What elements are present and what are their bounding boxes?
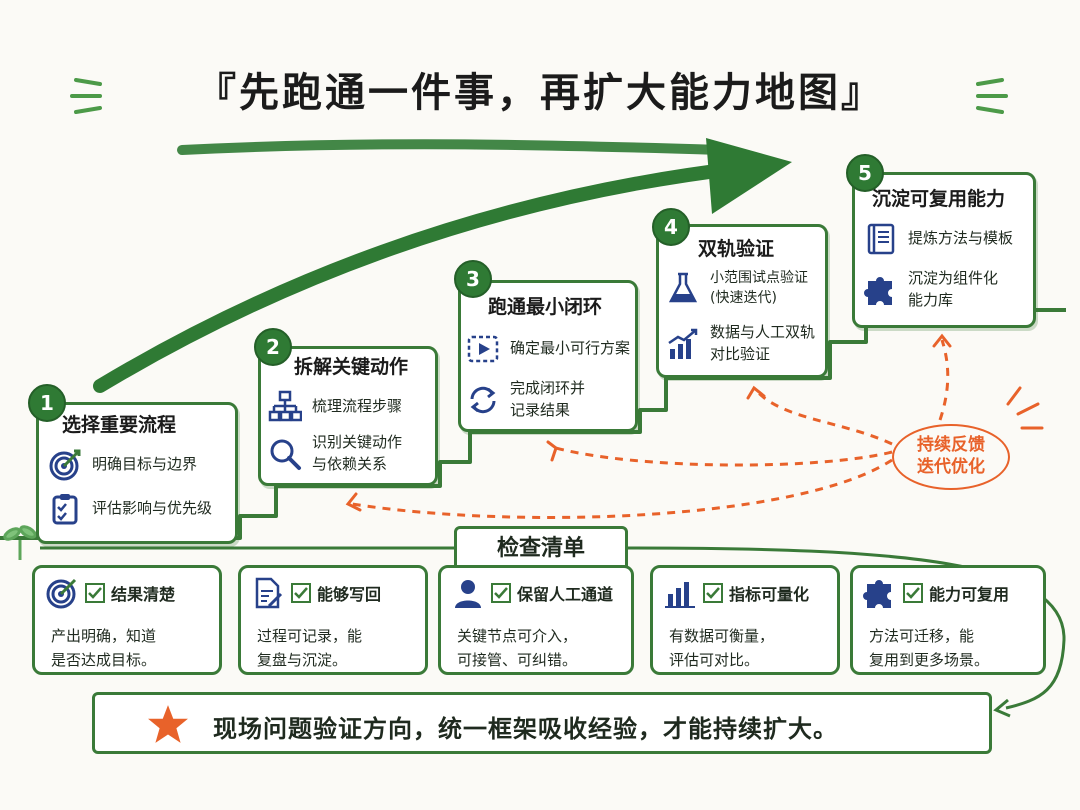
check-card-desc: 过程可记录，能 复盘与沉淀。 bbox=[257, 627, 363, 669]
step-item-label: 评估影响与优先级 bbox=[92, 499, 213, 518]
check-card-1: 结果清楚 产出明确，知道 是否达成目标。 bbox=[32, 565, 222, 675]
step-3-title: 跑通最小闭环 bbox=[488, 296, 603, 318]
step-4-item-2: 数据与人工双轨 对比验证 bbox=[666, 322, 815, 366]
step-5-box bbox=[852, 172, 1036, 328]
flask-icon bbox=[668, 273, 698, 303]
step-5-item-1: 提炼方法与模板 bbox=[864, 222, 1013, 256]
play-frame-icon bbox=[467, 335, 499, 363]
checkbox-checked-icon bbox=[703, 583, 723, 603]
staircase-line bbox=[0, 308, 1066, 540]
step-4-number: 4 bbox=[652, 208, 690, 246]
check-card-label: 能力可复用 bbox=[929, 585, 1010, 604]
check-card-desc: 产出明确，知道 是否达成目标。 bbox=[51, 627, 157, 669]
org-chart-icon bbox=[268, 390, 302, 422]
checklist-title: 检查清单 bbox=[454, 526, 628, 572]
check-card-desc: 有数据可衡量， 评估可对比。 bbox=[669, 627, 775, 669]
bar-chart-icon bbox=[665, 582, 695, 608]
star-icon bbox=[148, 705, 188, 743]
step-4-item-1: 小范围试点验证 (快速迭代) bbox=[666, 268, 808, 309]
step-item-label: 识别关键动作 与依赖关系 bbox=[312, 433, 403, 473]
growth-arrow-head bbox=[706, 138, 792, 214]
step-3-item-2: 完成闭环并 记录结果 bbox=[466, 378, 585, 422]
feedback-arrows bbox=[351, 339, 950, 519]
feedback-sparks bbox=[1006, 386, 1044, 430]
step-2-title: 拆解关键动作 bbox=[294, 356, 409, 378]
check-card-3: 保留人工通道 关键节点可介入， 可接管、可纠错。 bbox=[438, 565, 634, 675]
check-card-label: 指标可量化 bbox=[729, 585, 810, 604]
step-1-title: 选择重要流程 bbox=[62, 414, 177, 436]
step-3-item-1: 确定最小可行方案 bbox=[466, 332, 630, 366]
step-item-label: 完成闭环并 记录结果 bbox=[510, 379, 586, 419]
step-3-box bbox=[458, 280, 638, 432]
checkbox-checked-icon bbox=[85, 583, 105, 603]
document-edit-icon bbox=[255, 577, 283, 609]
step-item-label: 数据与人工双轨 对比验证 bbox=[710, 323, 816, 363]
step-5-number: 5 bbox=[846, 154, 884, 192]
check-card-4: 指标可量化 有数据可衡量， 评估可对比。 bbox=[650, 565, 840, 675]
step-2-item-2: 识别关键动作 与依赖关系 bbox=[268, 432, 402, 476]
step-item-label: 明确目标与边界 bbox=[92, 455, 198, 474]
feedback-line-1: 持续反馈 bbox=[917, 435, 985, 455]
step-5-item-2: 沉淀为组件化 能力库 bbox=[864, 268, 998, 312]
book-icon bbox=[867, 223, 895, 255]
step-1-item-1: 明确目标与边界 bbox=[48, 448, 197, 482]
step-4-title: 双轨验证 bbox=[698, 238, 775, 260]
step-item-label: 梳理流程步骤 bbox=[312, 397, 403, 416]
magnifier-icon bbox=[270, 439, 301, 470]
person-icon bbox=[455, 580, 481, 608]
check-card-label: 保留人工通道 bbox=[517, 585, 614, 604]
banner-text: 现场问题验证方向，统一框架吸收经验，才能持续扩大。 bbox=[213, 715, 838, 743]
puzzle-icon bbox=[863, 580, 891, 608]
puzzle-icon bbox=[864, 276, 892, 305]
feedback-bubble: 持续反馈 迭代优化 bbox=[892, 424, 1010, 490]
title-sparks-decoration bbox=[70, 78, 1008, 114]
checkbox-checked-icon bbox=[291, 583, 311, 603]
step-3-number: 3 bbox=[454, 260, 492, 298]
check-card-desc: 关键节点可介入， 可接管、可纠错。 bbox=[457, 627, 578, 669]
sprout-icon bbox=[3, 525, 37, 560]
check-card-5: 能力可复用 方法可迁移，能 复用到更多场景。 bbox=[850, 565, 1046, 675]
step-2-item-1: 梳理流程步骤 bbox=[268, 390, 402, 424]
page-title: 『先跑通一件事，再扩大能力地图』 bbox=[196, 70, 884, 116]
target-icon bbox=[46, 578, 77, 609]
check-card-label: 结果清楚 bbox=[111, 585, 176, 604]
growth-arrow bbox=[93, 161, 747, 393]
conclusion-banner: 现场问题验证方向，统一框架吸收经验，才能持续扩大。 bbox=[92, 692, 992, 754]
check-card-desc: 方法可迁移，能 复用到更多场景。 bbox=[869, 627, 990, 669]
feedback-line-2: 迭代优化 bbox=[917, 457, 985, 477]
checkbox-checked-icon bbox=[903, 583, 923, 603]
check-card-label: 能够写回 bbox=[317, 585, 382, 604]
growth-chart-icon bbox=[668, 328, 698, 359]
step-1-item-2: 评估影响与优先级 bbox=[48, 492, 212, 526]
step-item-label: 提炼方法与模板 bbox=[908, 229, 1014, 248]
clipboard-checklist-icon bbox=[52, 494, 78, 525]
step-item-label: 确定最小可行方案 bbox=[510, 339, 631, 358]
check-card-2: 能够写回 过程可记录，能 复盘与沉淀。 bbox=[238, 565, 428, 675]
target-icon bbox=[49, 449, 81, 481]
step-2-number: 2 bbox=[254, 328, 292, 366]
step-1-number: 1 bbox=[28, 384, 66, 422]
cycle-arrows-icon bbox=[470, 386, 496, 413]
step-5-title: 沉淀可复用能力 bbox=[872, 188, 1006, 210]
step-item-label: 沉淀为组件化 能力库 bbox=[908, 269, 999, 309]
checkbox-checked-icon bbox=[491, 583, 511, 603]
step-item-label: 小范围试点验证 (快速迭代) bbox=[710, 270, 808, 307]
step-2-box bbox=[258, 346, 438, 486]
